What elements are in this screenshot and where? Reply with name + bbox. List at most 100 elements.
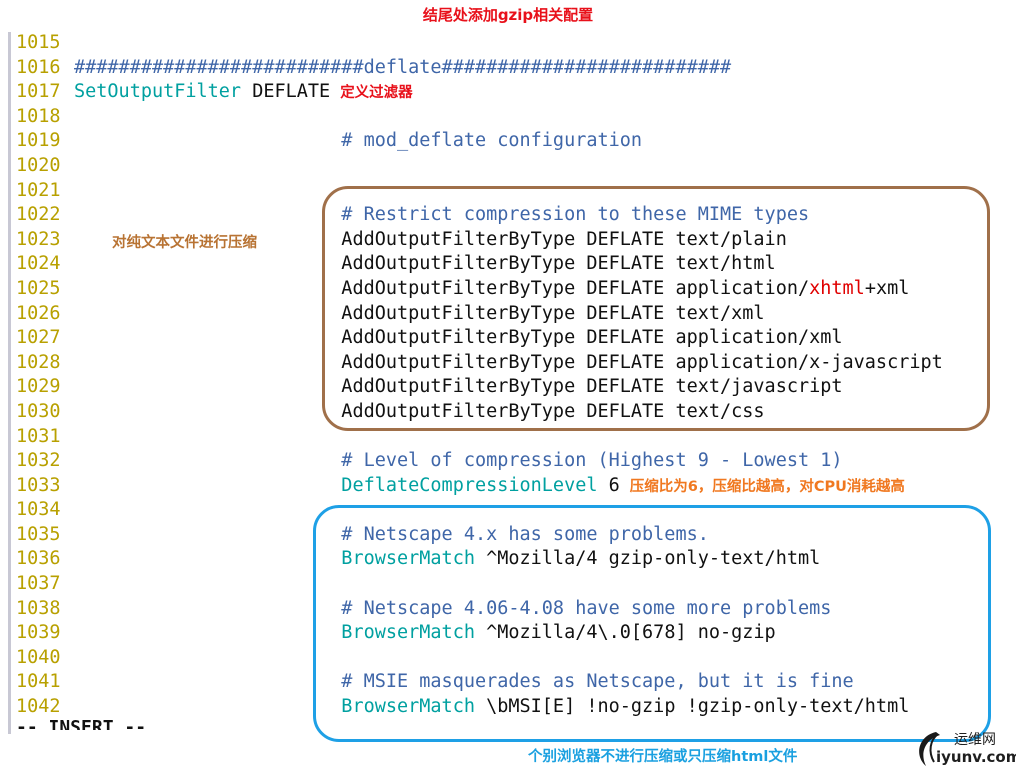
line-number: 1020 — [16, 154, 61, 176]
code-directive: BrowserMatch — [74, 548, 475, 570]
code-text: # Netscape 4.x has some problems. — [74, 523, 709, 548]
line-number: 1016 — [16, 56, 61, 78]
code-text: # Level of compression (Highest 9 - Lowe… — [74, 449, 842, 474]
code-text: AddOutputFilterByType DEFLATE text/xml — [74, 302, 765, 327]
line-number: 1037 — [16, 573, 61, 595]
line-number: 1028 — [16, 351, 61, 373]
line-number: 1018 — [16, 105, 61, 127]
code-directive: DeflateCompressionLevel — [74, 474, 598, 496]
line-number: 1034 — [16, 499, 61, 521]
code-editor[interactable]: 1015 1016 ##########################deflat… — [16, 31, 1016, 720]
line-number: 1027 — [16, 327, 61, 349]
code-text: AddOutputFilterByType DEFLATE applicatio… — [74, 277, 909, 302]
code-text: BrowserMatch ^Mozilla/4\.0[678] no-gzip — [74, 621, 775, 646]
code-line: 1027 AddOutputFilterByType DEFLATE appli… — [16, 326, 1016, 351]
code-token: AddOutputFilterByType DEFLATE text/xml — [74, 302, 765, 324]
code-line: 1015 — [16, 31, 1016, 56]
mime-annotation: 对纯文本文件进行压缩 — [112, 235, 257, 251]
code-line: 1028 AddOutputFilterByType DEFLATE appli… — [16, 351, 1016, 376]
code-comment: # MSIE masquerades as Netscape, but it i… — [74, 671, 854, 693]
code-line: 1029 AddOutputFilterByType DEFLATE text/… — [16, 375, 1016, 400]
code-comment: # Restrict compression to these MIME typ… — [74, 204, 810, 226]
vim-status-line: -- INSERT -- — [16, 717, 147, 730]
line-number: 1023 — [16, 228, 61, 250]
code-token: AddOutputFilterByType DEFLATE applicatio… — [74, 327, 843, 349]
line-number: 1038 — [16, 597, 61, 619]
watermark-bottom-text: iyunv.com — [936, 748, 1016, 766]
code-line: 1021 — [16, 179, 1016, 204]
code-token: \bMSI[E] !no-gzip !gzip-only-text/html — [474, 696, 910, 718]
code-line: 1018 — [16, 105, 1016, 130]
line-number: 1039 — [16, 622, 61, 644]
code-line: 1038 # Netscape 4.06-4.08 have some more… — [16, 597, 1016, 622]
watermark-logo: 运维网 iyunv.com — [912, 726, 1016, 770]
code-token: xhtml — [809, 277, 865, 299]
code-line: 1041 # MSIE masquerades as Netscape, but… — [16, 670, 1016, 695]
line-number: 1041 — [16, 671, 61, 693]
header-annotation: 结尾处添加gzip相关配置 — [422, 6, 594, 24]
code-text: # mod_deflate configuration — [74, 129, 642, 154]
line-number: 1042 — [16, 696, 61, 718]
code-line: 1026 AddOutputFilterByType DEFLATE text/… — [16, 302, 1016, 327]
code-line: 1030 AddOutputFilterByType DEFLATE text/… — [16, 400, 1016, 425]
code-text: AddOutputFilterByType DEFLATE text/plain — [74, 228, 787, 253]
code-comment: # Netscape 4.06-4.08 have some more prob… — [74, 597, 832, 619]
code-line: 1020 — [16, 154, 1016, 179]
code-directive: SetOutputFilter — [74, 81, 242, 103]
line-number: 1025 — [16, 277, 61, 299]
code-token: AddOutputFilterByType DEFLATE applicatio… — [74, 277, 810, 299]
code-text: AddOutputFilterByType DEFLATE applicatio… — [74, 326, 843, 351]
code-line: 1017 SetOutputFilter DEFLATE 定义过滤器 — [16, 80, 1016, 105]
line-number: 1026 — [16, 302, 61, 324]
code-text: # MSIE masquerades as Netscape, but it i… — [74, 670, 854, 695]
code-text: BrowserMatch ^Mozilla/4 gzip-only-text/h… — [74, 547, 820, 572]
code-line: 1039 BrowserMatch ^Mozilla/4\.0[678] no-… — [16, 621, 1016, 646]
watermark-swoosh-icon — [919, 732, 940, 766]
code-line: 1022 # Restrict compression to these MIM… — [16, 203, 1016, 228]
code-line: 1025 AddOutputFilterByType DEFLATE appli… — [16, 277, 1016, 302]
code-directive: BrowserMatch — [74, 696, 475, 718]
code-token: AddOutputFilterByType DEFLATE text/html — [74, 253, 776, 275]
code-line: 1035 # Netscape 4.x has some problems. — [16, 523, 1016, 548]
watermark-top-text: 运维网 — [954, 732, 996, 748]
code-token: AddOutputFilterByType DEFLATE text/css — [74, 400, 765, 422]
code-comment: # Netscape 4.x has some problems. — [74, 523, 709, 545]
code-text: # Restrict compression to these MIME typ… — [74, 203, 809, 228]
code-text: AddOutputFilterByType DEFLATE text/javas… — [74, 375, 843, 400]
line-number: 1017 — [16, 81, 61, 103]
code-line: 1037 — [16, 572, 1016, 597]
line-number: 1030 — [16, 400, 61, 422]
line-number: 1035 — [16, 523, 61, 545]
code-token: AddOutputFilterByType DEFLATE text/javas… — [74, 376, 843, 398]
mime-types-box — [322, 186, 990, 431]
code-line: 1034 — [16, 498, 1016, 523]
code-line: 1016 ##########################deflate###… — [16, 56, 1016, 81]
code-directive: BrowserMatch — [74, 622, 475, 644]
code-line: 1036 BrowserMatch ^Mozilla/4 gzip-only-t… — [16, 547, 1016, 572]
line-number: 1019 — [16, 130, 61, 152]
inline-annotation: 定义过滤器 — [340, 85, 413, 102]
code-token: AddOutputFilterByType DEFLATE applicatio… — [74, 351, 943, 373]
code-comment: ##########################deflate#######… — [74, 56, 732, 78]
code-text: ##########################deflate#######… — [74, 56, 731, 81]
code-text: AddOutputFilterByType DEFLATE text/css — [74, 400, 765, 425]
code-token: ^Mozilla/4 gzip-only-text/html — [474, 548, 821, 570]
line-number: 1022 — [16, 204, 61, 226]
line-number: 1031 — [16, 425, 61, 447]
line-number: 1029 — [16, 376, 61, 398]
code-line: 1040 — [16, 646, 1016, 671]
line-number: 1033 — [16, 474, 61, 496]
code-text: SetOutputFilter DEFLATE 定义过滤器 — [74, 80, 413, 106]
code-token: DEFLATE — [241, 81, 331, 103]
code-line: 1023 AddOutputFilterByType DEFLATE text/… — [16, 228, 1016, 253]
code-text: AddOutputFilterByType DEFLATE applicatio… — [74, 351, 943, 376]
code-text: AddOutputFilterByType DEFLATE text/html — [74, 252, 776, 277]
browser-annotation: 个别浏览器不进行压缩或只压缩html文件 — [528, 749, 798, 765]
line-number: 1032 — [16, 450, 61, 472]
code-line: 1024 AddOutputFilterByType DEFLATE text/… — [16, 252, 1016, 277]
code-line: 1019 # mod_deflate configuration — [16, 129, 1016, 154]
line-number: 1015 — [16, 32, 61, 53]
code-token: +xml — [864, 277, 910, 299]
